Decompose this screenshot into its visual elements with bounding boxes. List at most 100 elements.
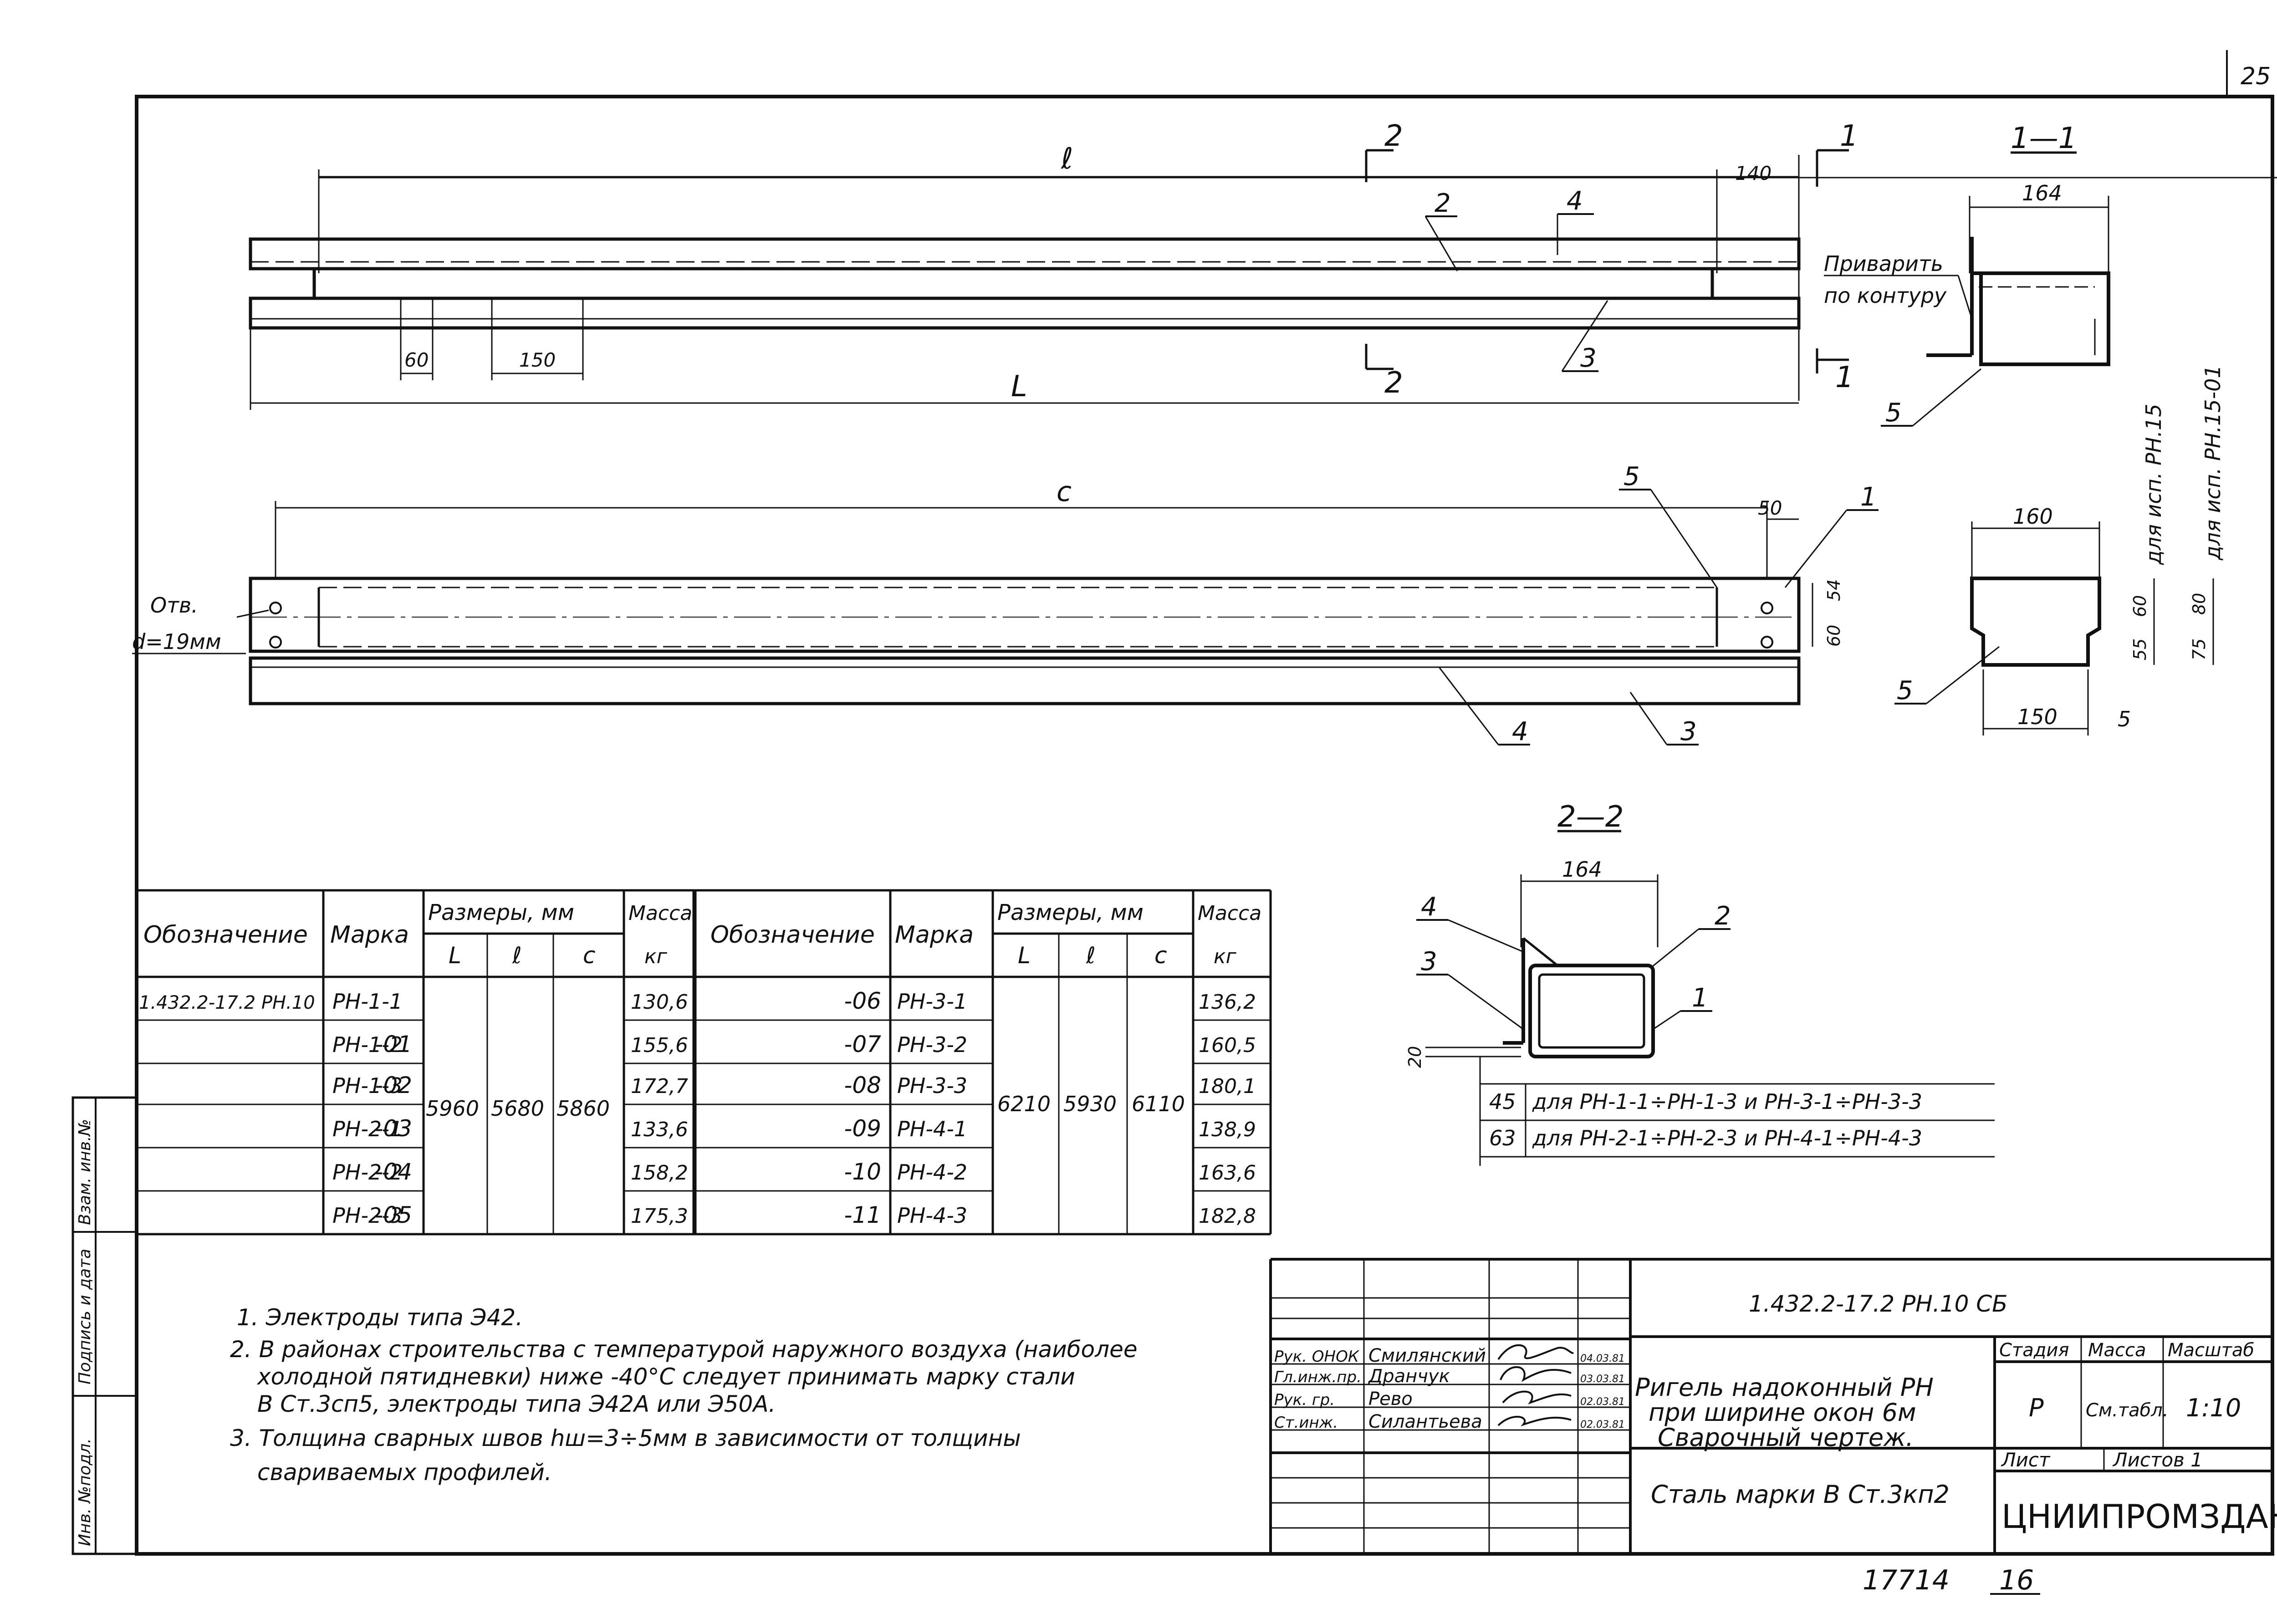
material-spec: Сталь марки В Ст.3кп2 bbox=[1651, 1480, 1950, 1509]
th-dims-left: Размеры, мм bbox=[428, 900, 574, 925]
sec22-row2-text: для РН-2-1÷РН-2-3 и РН-4-1÷РН-4-3 bbox=[1532, 1126, 1922, 1150]
spec-table: Обозначение Марка Размеры, мм L ℓ c Масс… bbox=[137, 889, 1272, 1236]
sheets-label: Листов 1 bbox=[2112, 1449, 2203, 1471]
note-line: 3. Толщина сварных швов hш=3÷5мм в завис… bbox=[230, 1425, 1021, 1451]
plate-dim-80: 80 bbox=[2189, 593, 2209, 615]
table-mass: 155,6 bbox=[631, 1034, 688, 1057]
weld-note-2: по контуру bbox=[1824, 283, 1947, 308]
person-date: 02.03.81 bbox=[1580, 1419, 1625, 1430]
sec22-pos-3: 3 bbox=[1421, 947, 1437, 976]
person-name: Рево bbox=[1368, 1389, 1413, 1410]
table-designation: -10 bbox=[844, 1159, 881, 1185]
section-2-bottom: 2 bbox=[1384, 366, 1403, 400]
table-mass: 175,3 bbox=[631, 1205, 688, 1228]
table-mark: РН-4-1 bbox=[897, 1117, 967, 1141]
table-L-right: 6210 bbox=[997, 1092, 1051, 1116]
doc-title-2: при ширине окон 6м bbox=[1649, 1398, 1916, 1427]
person-name: Дранчук bbox=[1368, 1366, 1450, 1387]
table-mark: РН-2-1 bbox=[332, 1117, 403, 1141]
side-stamp: Инв. №подл. Подпись и дата Взам. инв.№ bbox=[71, 1096, 138, 1555]
table-designation: -01 bbox=[375, 1031, 412, 1057]
person-role: Рук. ОНОК bbox=[1274, 1348, 1360, 1366]
person-role: Рук. гр. bbox=[1274, 1391, 1335, 1409]
side-pos-5: 5 bbox=[1624, 462, 1640, 491]
section-1-bottom: 1 bbox=[1835, 361, 1854, 394]
table-designation: -11 bbox=[844, 1202, 881, 1228]
sec22-pos-1: 1 bbox=[1692, 983, 1708, 1013]
table-mark: РН-2-2 bbox=[332, 1160, 403, 1185]
note-line: В Ст.3сп5, электроды типа Э42А или Э50А. bbox=[257, 1391, 776, 1417]
pos-2: 2 bbox=[1435, 189, 1451, 218]
dim-c: c bbox=[1057, 476, 1072, 508]
th-l-left: ℓ bbox=[512, 942, 522, 969]
signature-2 bbox=[1500, 1366, 1572, 1382]
table-mark: РН-3-3 bbox=[897, 1073, 967, 1098]
table-mark: РН-3-1 bbox=[897, 989, 967, 1014]
table-designation: -05 bbox=[375, 1202, 412, 1228]
person-date: 03.03.81 bbox=[1580, 1374, 1625, 1385]
table-c-left: 5860 bbox=[556, 1096, 610, 1121]
title-block: 1.432.2-17.2 РН.10 СБ Ригель надоконный … bbox=[1269, 1258, 2277, 1554]
th-designation-left: Обозначение bbox=[143, 921, 308, 949]
th-scale: Масштаб bbox=[2168, 1340, 2254, 1361]
sec22-row1-val: 45 bbox=[1489, 1089, 1516, 1114]
person-role: Гл.инж.пр. bbox=[1274, 1368, 1362, 1386]
table-mass: 138,9 bbox=[1199, 1118, 1256, 1141]
note-line: свариваемых профилей. bbox=[257, 1459, 552, 1486]
dim-150: 150 bbox=[519, 349, 556, 371]
table-mass: 133,6 bbox=[631, 1118, 688, 1141]
side-pos-3: 3 bbox=[1680, 717, 1697, 746]
person-date: 04.03.81 bbox=[1580, 1353, 1625, 1364]
mass-value: См.табл. bbox=[2086, 1400, 2169, 1421]
side-pos-4: 4 bbox=[1512, 717, 1528, 746]
plate-dim-5: 5 bbox=[2118, 707, 2131, 731]
dim-140: 140 bbox=[1735, 162, 1772, 184]
th-mass: Масса bbox=[2088, 1340, 2146, 1361]
sec11-dim-164: 164 bbox=[2022, 181, 2062, 205]
plate-pos-5: 5 bbox=[1897, 676, 1913, 705]
note-rn15: для исп. РН.15 bbox=[2141, 404, 2166, 566]
note-line: 2. В районах строительства с температуро… bbox=[230, 1336, 1138, 1363]
table-designation: -07 bbox=[844, 1031, 881, 1057]
side-dim-54: 54 bbox=[1824, 579, 1844, 601]
side-dim-60: 60 bbox=[1824, 625, 1844, 647]
table-mark: РН-1-1 bbox=[332, 989, 403, 1014]
doc-title-3: Сварочный чертеж. bbox=[1658, 1423, 1914, 1452]
section-1-top: 1 bbox=[1840, 119, 1858, 153]
weld-note-1: Приварить bbox=[1824, 251, 1943, 276]
person-name: Силантьева bbox=[1368, 1411, 1482, 1432]
section-2-top: 2 bbox=[1384, 119, 1403, 153]
note-line: 1. Электроды типа Э42. bbox=[237, 1304, 523, 1331]
th-stage: Стадия bbox=[1999, 1340, 2069, 1361]
th-kg-left: кг bbox=[644, 945, 668, 968]
table-designation: -08 bbox=[844, 1072, 881, 1098]
sec22-dim-164: 164 bbox=[1562, 857, 1602, 882]
notes: 1. Электроды типа Э42. 2. В районах стро… bbox=[230, 1304, 1138, 1486]
plate-detail: 160 150 5 60 55 80 75 5 bbox=[1894, 504, 2214, 735]
beam-top-view: ℓ 140 60 150 L 2 2 1 1 2 bbox=[249, 119, 2277, 410]
stamp-signature-date: Подпись и дата bbox=[76, 1249, 94, 1384]
table-designation: -06 bbox=[844, 988, 881, 1014]
table-designation: -02 bbox=[375, 1072, 412, 1098]
sec22-dim-20: 20 bbox=[1405, 1046, 1425, 1068]
holes-label-2: d=19мм bbox=[132, 629, 221, 654]
table-designation: 1.432.2-17.2 РН.10 bbox=[139, 992, 315, 1013]
table-l-left: 5680 bbox=[491, 1096, 544, 1121]
table-mass: 182,8 bbox=[1199, 1205, 1256, 1228]
section-2-2-title: 2—2 bbox=[1557, 800, 1624, 834]
th-mass-left: Масса bbox=[628, 902, 692, 925]
th-mark-left: Марка bbox=[330, 921, 409, 949]
stamp-inv-podl: Инв. №подл. bbox=[76, 1438, 94, 1546]
th-dims-right: Размеры, мм bbox=[997, 900, 1144, 925]
th-c-left: c bbox=[583, 942, 596, 969]
section-1-1-title: 1—1 bbox=[2011, 122, 2077, 155]
table-mass: 130,6 bbox=[631, 991, 688, 1014]
table-designation: -03 bbox=[375, 1115, 412, 1142]
table-c-right: 6110 bbox=[1132, 1092, 1185, 1116]
section-1-1: 1—1 164 Приварить по контуру 5 для исп. … bbox=[1824, 122, 2225, 565]
holes-label-1: Отв. bbox=[150, 593, 198, 618]
table-mark: РН-3-2 bbox=[897, 1032, 967, 1057]
sheet-frame bbox=[135, 95, 2274, 1556]
table-mass: 180,1 bbox=[1199, 1075, 1256, 1098]
